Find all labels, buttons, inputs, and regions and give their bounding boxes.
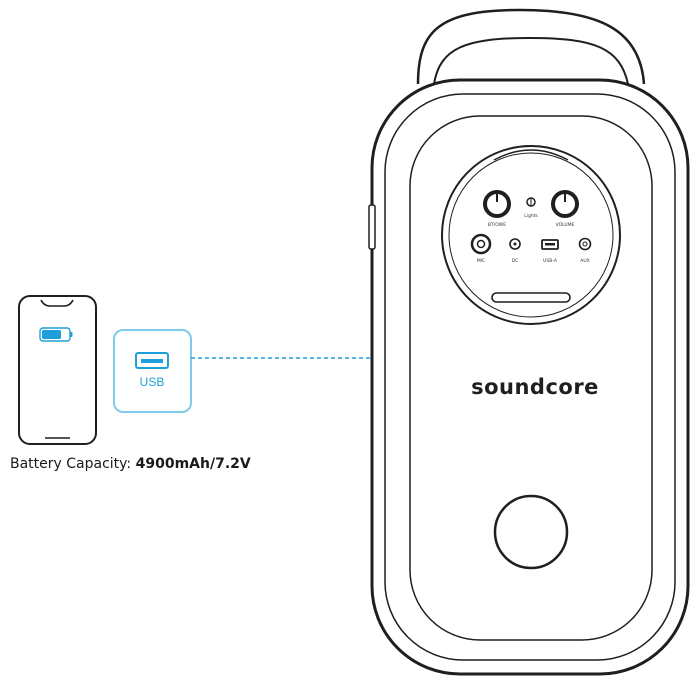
knob-left-label: BT/OWE bbox=[488, 222, 506, 228]
usb-badge-frame bbox=[113, 329, 192, 413]
usb-badge-label: USB bbox=[140, 375, 165, 389]
aux-port-label: AUX bbox=[580, 258, 589, 264]
usb-a-port-label: USB-A bbox=[543, 258, 558, 264]
speaker-body-edge bbox=[384, 93, 676, 661]
dc-port-pin bbox=[513, 242, 517, 246]
side-button bbox=[368, 204, 376, 250]
knob-right bbox=[551, 190, 579, 218]
control-panel bbox=[441, 145, 621, 325]
mic-port-label: MIC bbox=[477, 258, 485, 264]
phone-notch bbox=[40, 299, 74, 307]
power-button bbox=[493, 494, 569, 570]
battery-tip bbox=[70, 332, 73, 337]
speaker-front-panel bbox=[409, 115, 653, 641]
usb-badge: USB bbox=[113, 329, 192, 413]
soundcore-logo: soundcore bbox=[471, 375, 599, 399]
mic-port bbox=[470, 233, 492, 255]
speaker-handle bbox=[416, 8, 646, 85]
control-panel-ring bbox=[448, 152, 614, 318]
aux-port-hole bbox=[582, 241, 588, 247]
battery-fill bbox=[42, 330, 61, 339]
usb-port-slot bbox=[141, 359, 163, 363]
knob-left bbox=[483, 190, 511, 218]
mic-port-hole bbox=[476, 239, 486, 249]
battery-capacity-value: 4900mAh/7.2V bbox=[135, 456, 251, 472]
light-button-label: Lights bbox=[524, 213, 538, 219]
speaker: BT/OWE VOLUME Lights MIC DC USB-A AUX so… bbox=[368, 8, 690, 676]
knob-right-label: VOLUME bbox=[556, 222, 575, 228]
aux-port bbox=[578, 237, 592, 251]
dc-port-label: DC bbox=[512, 258, 519, 264]
battery-capacity-label: Battery Capacity: bbox=[10, 456, 132, 472]
usb-a-port-slot bbox=[545, 243, 555, 246]
usb-port-icon bbox=[135, 352, 169, 369]
control-panel-top-arc bbox=[493, 149, 569, 161]
battery-capacity-caption: Battery Capacity: 4900mAh/7.2V bbox=[10, 456, 310, 472]
battery-icon bbox=[39, 327, 73, 342]
control-panel-grip bbox=[491, 292, 571, 303]
phone-body bbox=[18, 295, 97, 445]
phone bbox=[18, 295, 97, 445]
speaker-handle-inner bbox=[433, 36, 629, 85]
